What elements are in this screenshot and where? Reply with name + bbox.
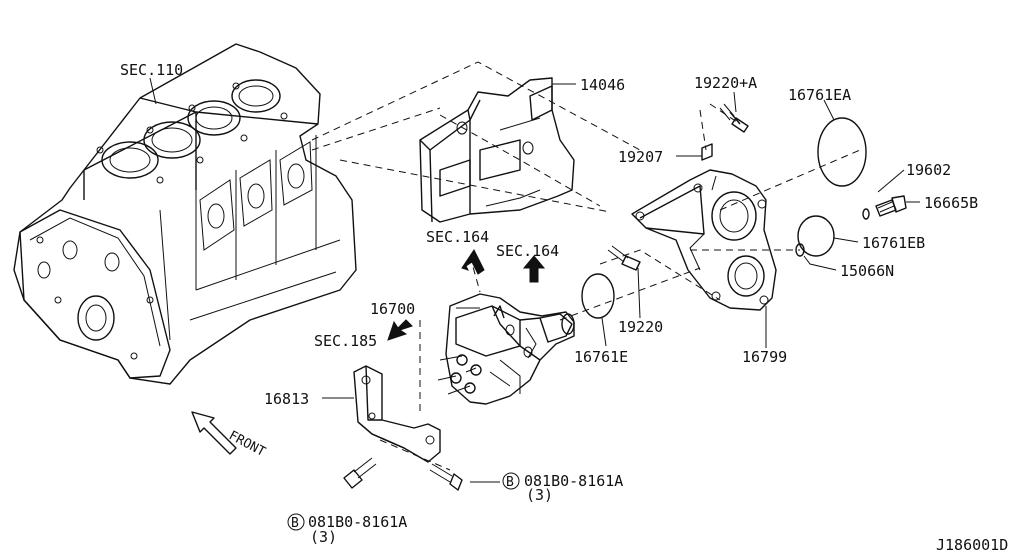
badge-b-left-text: B [291,516,299,531]
injection-pump-drawing [437,293,575,405]
label-14046[interactable]: 14046 [580,76,625,94]
label-19220a[interactable]: 19220+A [694,74,757,92]
washer-19602-drawing [862,208,870,220]
bolt-19220-drawing [607,245,641,271]
gasket-16761eb-drawing [797,215,835,257]
label-16700[interactable]: 16700 [370,300,415,318]
label-19207[interactable]: 19207 [618,148,663,166]
label-bolt-right-qty: (3) [526,486,553,504]
cover-plate-16799-drawing [631,169,777,311]
bolt-left-drawing [343,457,377,489]
label-front: FRONT [226,428,268,460]
label-bolt-right-code[interactable]: 081B0-8161A [524,472,623,490]
cylinder-block-drawing [13,43,357,385]
badge-b-right [502,472,520,490]
label-16761ea[interactable]: 16761EA [788,86,851,104]
label-16761eb[interactable]: 16761EB [862,234,925,252]
label-19602[interactable]: 19602 [906,161,951,179]
arrow-sec164-right [522,255,546,283]
leader-lines [149,77,920,483]
label-sec110[interactable]: SEC.110 [120,61,183,79]
label-15066n[interactable]: 15066N [840,262,894,280]
diagram-id: J186001D [936,536,1008,554]
badge-b-right-text: B [506,475,514,490]
gasket-16761ea-drawing [817,117,867,187]
label-16813[interactable]: 16813 [264,390,309,408]
bolt-16665b-drawing [875,195,907,217]
oring-15066n-drawing [795,243,805,257]
gasket-16761e-drawing [581,273,615,319]
assembly-guide-lines [311,61,861,471]
label-16799[interactable]: 16799 [742,348,787,366]
bolt-right-drawing [429,463,463,491]
arrow-sec185 [387,319,413,341]
label-16665b[interactable]: 16665B [924,194,978,212]
stud-19207-drawing [701,143,713,161]
label-bolt-left-qty: (3) [310,528,337,546]
label-16761e[interactable]: 16761E [574,348,628,366]
label-sec164-left[interactable]: SEC.164 [426,228,489,246]
label-bolt-left-code[interactable]: 081B0-8161A [308,513,407,531]
front-arrow-icon [191,411,237,455]
label-19220[interactable]: 19220 [618,318,663,336]
bracket-16813-drawing [353,365,441,463]
plate-14046-drawing [419,77,575,223]
badge-b-left [287,513,305,531]
label-sec164-right[interactable]: SEC.164 [496,242,559,260]
arrow-sec164-left [461,249,485,275]
label-sec185[interactable]: SEC.185 [314,332,377,350]
part-labels: SEC.110 14046 19220+A 16761EA 19207 1960… [120,61,1008,554]
bolt-19220a-drawing [719,103,749,133]
